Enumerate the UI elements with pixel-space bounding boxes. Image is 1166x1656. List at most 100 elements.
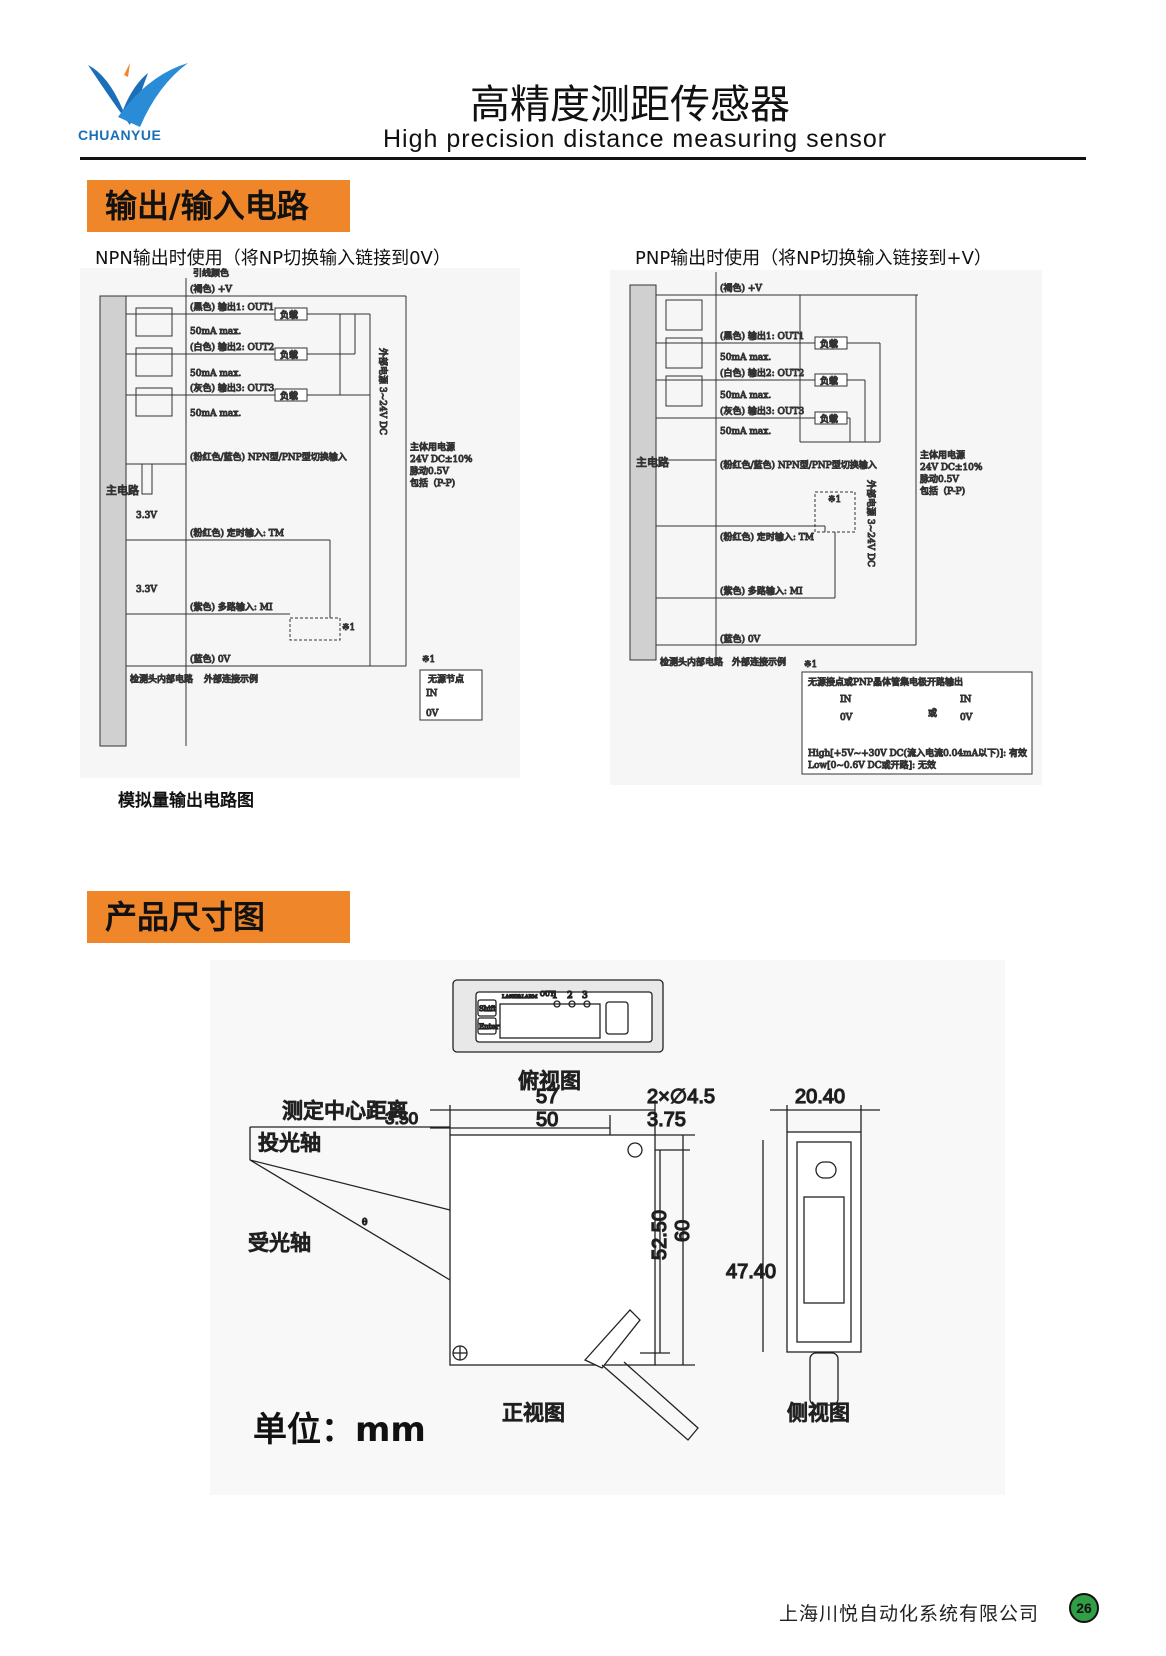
svg-text:50mA max.: 50mA max. <box>720 353 771 363</box>
svg-text:无源接点或PNP晶体管集电极开路输出: 无源接点或PNP晶体管集电极开路输出 <box>808 676 963 688</box>
top-view-label: 俯视图 <box>518 1069 581 1093</box>
main-circuit-label: 主电路 <box>636 456 669 469</box>
svg-text:(黑色) 输出1: OUT1: (黑色) 输出1: OUT1 <box>720 330 804 342</box>
analog-circuit-label: 模拟量输出电路图 <box>118 791 254 811</box>
company-name: 上海川悦自动化系统有限公司 <box>779 1603 1040 1625</box>
measure-center-label: 测定中心距离 <box>282 1099 408 1123</box>
svg-text:IN: IN <box>426 689 438 699</box>
dim-3-50: 3.50 <box>385 1109 418 1128</box>
wire-color-label: 引线颜色 <box>724 270 760 271</box>
svg-text:50mA max.: 50mA max. <box>720 427 771 437</box>
svg-text:无源节点: 无源节点 <box>428 674 464 685</box>
pnp-output-2: 负载 (白色) 输出2: OUT2 50mA max. <box>656 367 865 402</box>
emit-axis-label: 投光轴 <box>258 1131 321 1155</box>
svg-text:负载: 负载 <box>280 390 298 402</box>
dim-50: 50 <box>536 1109 558 1131</box>
svg-text:IN: IN <box>840 695 852 705</box>
multi-input-label: (紫色) 多路输入: MI <box>720 585 803 597</box>
section-heading-dimensions: 产品尺寸图 <box>87 891 350 943</box>
svg-text:或: 或 <box>928 707 937 719</box>
pnp-circuit-diagram: 主电路 引线颜色 (褐色) +V 负载 (黑色) 输出1: OUT1 50mA m… <box>610 270 1042 785</box>
svg-text:High[+5V~+30V DC(流入电流0.04mA以下): High[+5V~+30V DC(流入电流0.04mA以下)]: 有效 <box>808 747 1027 759</box>
external-example-label: 外部连接示例 <box>204 673 258 685</box>
main-circuit-label: 主电路 <box>106 484 139 497</box>
svg-text:负载: 负载 <box>280 309 298 321</box>
svg-text:包括（P-P): 包括（P-P) <box>920 485 965 497</box>
svg-text:2: 2 <box>567 991 573 1001</box>
passive-contact-box <box>419 669 483 721</box>
svg-text:3: 3 <box>582 991 588 1001</box>
svg-text:※1: ※1 <box>828 495 841 505</box>
dim-52-50: 52.50 <box>649 1210 671 1260</box>
svg-text:24V DC±10%: 24V DC±10% <box>410 455 473 465</box>
svg-text:ALARM: ALARM <box>517 994 537 1000</box>
svg-text:24V DC±10%: 24V DC±10% <box>920 463 983 473</box>
top-view-drawing: Shift Enter LASER ALARM OUT 1 2 3 <box>452 979 664 1053</box>
front-view-label: 正视图 <box>502 1401 565 1425</box>
multi-input-label: (紫色) 多路输入: MI <box>190 601 273 613</box>
svg-text:主体用电源: 主体用电源 <box>920 449 965 461</box>
dim-3-75: 3.75 <box>647 1109 686 1131</box>
main-circuit-bar <box>629 284 657 661</box>
external-input-box <box>801 671 1033 775</box>
pnp-output-3: 负载 (灰色) 输出3: OUT3 50mA max. <box>656 405 850 438</box>
svg-text:LASER: LASER <box>502 994 520 1000</box>
header-divider <box>80 157 1086 160</box>
logo-text: CHUANYUE <box>78 127 162 143</box>
wire-color-label: 引线颜色 <box>193 268 229 279</box>
npn-circuit-title: NPN输出时使用（将NP切换输入链接到0V） <box>95 248 451 269</box>
section-heading-io-circuit: 输出/输入电路 <box>87 180 350 232</box>
page-subtitle: High precision distance measuring sensor <box>383 125 888 153</box>
main-power-label: 主体用电源 24V DC±10% 脉动0.5V 包括（P-P) <box>920 449 984 498</box>
svg-text:包括（P-P): 包括（P-P) <box>410 477 455 489</box>
side-view-drawing <box>786 1131 862 1406</box>
switch-input-label: (粉红色/蓝色) NPN型/PNP型切换输入 <box>720 459 877 471</box>
svg-text:50mA max.: 50mA max. <box>720 391 771 401</box>
dim-57: 57 <box>536 1086 558 1108</box>
company-logo <box>88 63 188 127</box>
svg-text:(灰色) 输出3: OUT3: (灰色) 输出3: OUT3 <box>720 405 804 417</box>
zero-v-label: (蓝色) 0V <box>720 633 761 645</box>
head-circuit-label: 检测头内部电路 <box>130 673 193 685</box>
svg-text:50mA max.: 50mA max. <box>190 369 241 379</box>
timing-input-label: (粉红色) 定时输入: TM <box>190 527 284 539</box>
main-power-label: 主体用电源 24V DC±10% 脉动0.5V 包括（P-P) <box>410 441 474 490</box>
svg-text:0V: 0V <box>840 713 853 723</box>
dim-20-40: 20.40 <box>795 1086 845 1108</box>
dimension-drawing: Shift Enter LASER ALARM OUT 1 2 3 俯视图 正视… <box>210 960 1005 1495</box>
svg-text:0V: 0V <box>426 709 439 719</box>
svg-text:OUT: OUT <box>540 991 554 998</box>
v33-label-2: 3.3V <box>136 585 157 595</box>
head-circuit-label: 检测头内部电路 <box>660 656 723 668</box>
svg-text:(白色) 输出2: OUT2: (白色) 输出2: OUT2 <box>720 367 804 379</box>
dim-hole: 2×∅4.5 <box>647 1086 715 1108</box>
svg-text:Shift: Shift <box>479 1005 496 1013</box>
svg-text:(黑色) 输出1: OUT1: (黑色) 输出1: OUT1 <box>190 301 274 313</box>
svg-text:主体用电源: 主体用电源 <box>410 441 455 453</box>
dim-47-40: 47.40 <box>726 1261 776 1283</box>
zero-v-label: (蓝色) 0V <box>190 653 231 665</box>
external-power-label: 外部电源 3~24V DC <box>865 480 877 567</box>
external-power-label: 外部电源 3~24V DC <box>377 348 389 435</box>
svg-text:负载: 负载 <box>280 349 298 361</box>
svg-text:脉动0.5V: 脉动0.5V <box>920 473 959 485</box>
svg-text:※1: ※1 <box>422 655 435 665</box>
svg-text:负载: 负载 <box>820 375 838 387</box>
svg-text:Enter: Enter <box>479 1023 500 1031</box>
svg-text:负载: 负载 <box>820 413 838 425</box>
main-circuit-bar <box>99 295 127 747</box>
svg-text:IN: IN <box>960 695 972 705</box>
theta-label: θ <box>362 1218 367 1228</box>
dim-60: 60 <box>672 1220 694 1242</box>
svg-text:※1: ※1 <box>804 660 817 670</box>
timing-input-label: (粉红色) 定时输入: TM <box>720 531 814 543</box>
svg-text:(白色) 输出2: OUT2: (白色) 输出2: OUT2 <box>190 341 274 353</box>
pnp-circuit-title: PNP输出时使用（将NP切换输入链接到+V） <box>635 248 992 269</box>
switch-input-label: (粉红色/蓝色) NPN型/PNP型切换输入 <box>190 451 347 463</box>
brown-wire-label: (褐色) +V <box>190 283 232 295</box>
brown-wire-label: (褐色) +V <box>720 282 762 294</box>
